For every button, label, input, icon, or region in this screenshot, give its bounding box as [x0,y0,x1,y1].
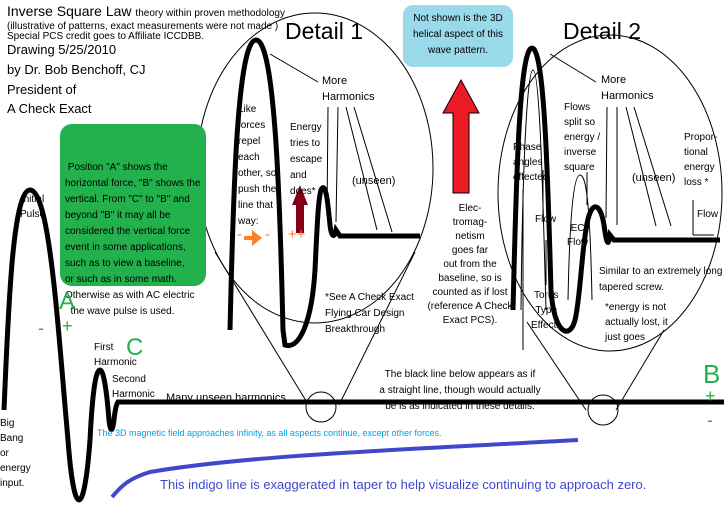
indigo-line-note: This indigo line is exaggerated in taper… [160,477,647,492]
push-arrow [244,230,262,246]
indigo-taper-line [110,438,579,499]
electromagnetism-arrow [442,78,480,194]
detail1-source-circle [305,391,337,423]
main-wave [1,187,724,503]
label-a-minus: - [38,318,44,338]
label-a: A [59,288,76,315]
detail2-harmonic-pointer-2 [605,106,608,219]
label-b-plus: + [705,386,716,406]
detail2-wave [510,45,720,334]
header-note-credit: Special PCS credit goes to Affiliate ICC… [7,31,205,42]
detail1-title: Detail 1 [285,18,363,44]
detail2-source-circle [587,394,619,426]
detail2-unseen-label: (unseen) [632,172,676,184]
escape-arrow [292,185,308,233]
detail2-flow-left: Flow [535,214,557,225]
header-title: Inverse Square Law theory within proven … [7,3,285,19]
header-company: A Check Exact [7,101,92,116]
header-title-suffix: theory within proven methodology [135,8,285,19]
magnetic-field-note: The 3D magnetic field approaches infinit… [97,428,442,438]
detail1-harmonic-pointer-1 [269,53,319,83]
detail1-minus-left: - [237,226,242,243]
detail1-plus-plus: ++ [288,226,306,243]
label-b: B [703,359,721,389]
detail2-cone-right [615,329,665,411]
header-note-measurements: (illustrative of patterns, exact measure… [7,21,279,32]
label-b-minus: - [707,410,713,430]
detail2-flow-right: Flow [697,209,719,220]
detail1-wave [227,37,420,348]
detail2-harmonic-pointer-5 [633,106,672,227]
detail2-harmonic-pointer-4 [625,106,657,227]
detail2-cone-left [526,321,587,411]
many-unseen-harmonics-label: Many unseen harmonics [166,392,286,404]
detail2-ec-loop [567,174,593,301]
detail1-cone-right [338,251,416,406]
label-c: C [126,334,144,361]
detail1-unseen-label: (unseen) [352,175,396,187]
header-date: Drawing 5/25/2010 [7,42,117,57]
detail2-bubble [497,34,723,352]
detail1-harmonic-pointer-5 [353,106,393,233]
label-a-plus: + [62,316,73,336]
detail2-harmonic-pointer-1 [549,53,597,83]
header-role: President of [7,82,77,97]
detail1-harmonic-pointer-2 [326,106,329,217]
detail1-minus-right: - [265,226,270,243]
detail1-harmonic-pointer-4 [345,106,378,231]
detail2-title: Detail 2 [563,18,641,44]
detail1-harmonic-pointer-3 [335,106,339,223]
header-author: by Dr. Bob Benchoff, CJ [7,62,146,77]
